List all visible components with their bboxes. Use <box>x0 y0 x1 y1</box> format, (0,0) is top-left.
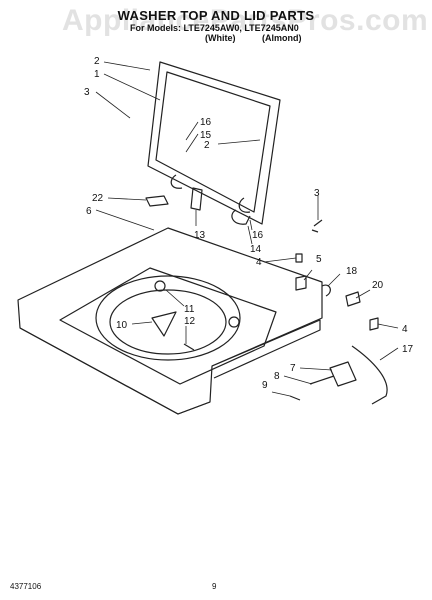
top-opening <box>59 267 277 385</box>
leader-2a <box>103 61 151 71</box>
callout-22: 22 <box>92 193 104 204</box>
callout-1: 1 <box>94 69 100 80</box>
callout-5: 5 <box>316 254 322 265</box>
leader-4a <box>263 257 297 263</box>
leader-10 <box>131 321 153 325</box>
callout-3b: 3 <box>314 188 320 199</box>
callout-10: 10 <box>116 320 128 331</box>
lid-frame-inner <box>155 71 271 213</box>
models-line: For Models: LTE7245AW0, LTE7245AN0 <box>130 23 299 33</box>
callout-13: 13 <box>194 230 206 241</box>
leader-16a <box>185 121 199 141</box>
callout-11: 11 <box>184 304 195 315</box>
hinge-bracket-14 <box>231 209 251 225</box>
leader-9 <box>271 391 291 397</box>
lid-frame-outer <box>147 61 281 225</box>
lid-pad-right <box>228 316 240 328</box>
leader-3a <box>95 91 131 119</box>
callout-2a: 2 <box>94 56 100 67</box>
leader-11 <box>165 289 185 307</box>
white-label: (White) <box>205 33 236 43</box>
leader-5 <box>303 269 313 281</box>
almond-label: (Almond) <box>262 33 302 43</box>
washer-top-outer <box>17 227 323 415</box>
hinge-bracket-13 <box>190 187 203 211</box>
washer-top-front <box>19 327 211 415</box>
callout-4a: 4 <box>256 257 262 268</box>
nut-4a <box>295 253 303 263</box>
lid-hinge-left <box>170 174 183 189</box>
leader-16b <box>249 219 253 231</box>
leader-14 <box>247 225 253 245</box>
nut-4b <box>369 317 379 331</box>
callout-18: 18 <box>346 266 358 277</box>
callout-6: 6 <box>86 206 92 217</box>
callout-7: 7 <box>290 363 296 374</box>
leader-22 <box>107 197 147 201</box>
leader-18 <box>327 273 341 287</box>
callout-17: 17 <box>402 344 414 355</box>
screw-9 <box>289 395 301 401</box>
diagram-title: WASHER TOP AND LID PARTS <box>117 8 315 23</box>
callout-8: 8 <box>274 371 280 382</box>
leader-6 <box>95 209 155 231</box>
callout-15: 15 <box>200 130 212 141</box>
callout-12: 12 <box>184 316 196 327</box>
callout-4b: 4 <box>402 324 408 335</box>
bleach-dispenser <box>151 311 177 337</box>
leader-17 <box>379 347 399 361</box>
callout-20: 20 <box>372 280 384 291</box>
callout-16a: 16 <box>200 117 212 128</box>
screw-right <box>311 219 323 233</box>
tub-inner <box>109 289 227 355</box>
leader-1 <box>103 73 161 101</box>
lid-hinge-right <box>238 197 251 213</box>
leader-15 <box>185 133 199 153</box>
lid-pad-left <box>154 280 166 292</box>
screw-12 <box>183 343 195 351</box>
lid-bumper <box>145 195 169 207</box>
callout-9: 9 <box>262 380 268 391</box>
actuator-8 <box>309 375 335 385</box>
leader-2b <box>217 139 261 145</box>
clip-20 <box>345 291 361 307</box>
leader-7 <box>299 367 333 371</box>
clip-18 <box>321 284 331 297</box>
document-number: 4377106 <box>10 582 42 591</box>
leader-8 <box>283 375 313 385</box>
callout-16b: 16 <box>252 230 264 241</box>
callout-2b: 2 <box>204 140 210 151</box>
wire-harness <box>351 345 388 405</box>
callout-14: 14 <box>250 244 262 255</box>
rear-strip <box>211 319 321 379</box>
watermark-text: AppliancePartsPros.com <box>62 4 429 37</box>
washer-5 <box>295 275 307 291</box>
lid-switch <box>329 361 357 387</box>
callout-3a: 3 <box>84 87 90 98</box>
tub-ring <box>95 275 241 361</box>
leader-4b <box>377 323 399 329</box>
leader-20 <box>355 289 371 299</box>
page-number: 9 <box>212 582 217 591</box>
